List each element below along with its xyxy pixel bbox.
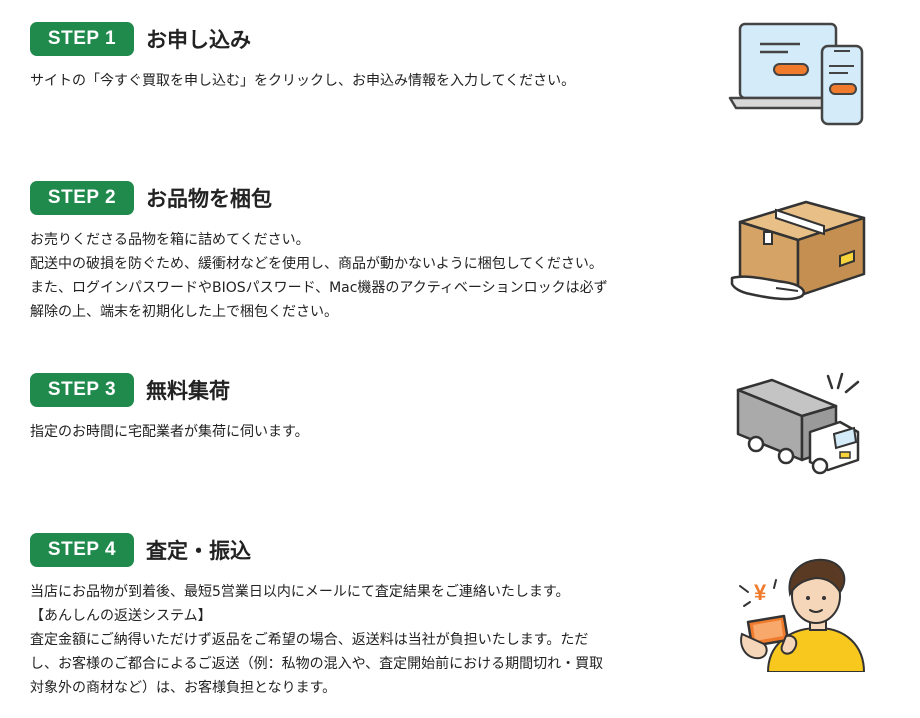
step-2: STEP 2 お品物を梱包 お売りくださる品物を箱に詰めてください。 配送中の破… — [30, 181, 900, 324]
laptop-smartphone-icon — [728, 22, 864, 126]
step-text-line: 対象外の商材など）は、お客様負担となります。 — [30, 680, 337, 696]
step-text-line: 【あんしんの返送システム】 — [30, 608, 212, 624]
step-title: 無料集荷 — [146, 379, 230, 403]
step-text-line: 解除の上、端末を初期化した上で梱包ください。 — [30, 304, 338, 320]
cardboard-box-icon — [730, 200, 866, 301]
step-3: STEP 3 無料集荷 指定のお時間に宅配業者が集荷に伺います。 — [30, 373, 900, 444]
step-text-line: し、お客様のご都合によるご返送（例：私物の混入や、査定開始前における期間切れ・買… — [30, 656, 604, 672]
step-description: 当店にお品物が到着後、最短5営業日以内にメールにて査定結果をご連絡いたします。 … — [30, 580, 690, 700]
step-text-line: サイトの「今すぐ買取を申し込む」をクリックし、お申込み情報を入力してください。 — [30, 73, 576, 89]
step-description: お売りくださる品物を箱に詰めてください。 配送中の破損を防ぐため、緩衝材などを使… — [30, 228, 690, 324]
step-text-line: また、ログインパスワードやBIOSパスワード、Mac機器のアクティベーションロッ… — [30, 280, 608, 296]
yen-symbol: ¥ — [754, 580, 767, 605]
step-badge: STEP 2 — [30, 181, 134, 215]
step-text-line: 指定のお時間に宅配業者が集荷に伺います。 — [30, 424, 309, 440]
step-1-header: STEP 1 お申し込み — [30, 22, 900, 56]
step-title: 査定・振込 — [146, 539, 251, 563]
step-4: STEP 4 査定・振込 当店にお品物が到着後、最短5営業日以内にメールにて査定… — [30, 533, 900, 700]
step-3-header: STEP 3 無料集荷 — [30, 373, 900, 407]
man-smartphone-yen-icon: ¥ — [739, 558, 866, 672]
step-title: お申し込み — [146, 28, 251, 52]
step-description: 指定のお時間に宅配業者が集荷に伺います。 — [30, 420, 690, 444]
step-4-header: STEP 4 査定・振込 — [30, 533, 900, 567]
step-text-line: 配送中の破損を防ぐため、緩衝材などを使用し、商品が動かないように梱包してください… — [30, 256, 603, 272]
step-badge: STEP 1 — [30, 22, 134, 56]
step-badge: STEP 3 — [30, 373, 134, 407]
step-text-line: 査定金額にご納得いただけず返品をご希望の場合、返送料は当社が負担いたします。ただ — [30, 632, 589, 648]
step-1: STEP 1 お申し込み サイトの「今すぐ買取を申し込む」をクリックし、お申込み… — [30, 22, 900, 93]
step-title: お品物を梱包 — [146, 187, 272, 211]
step-2-header: STEP 2 お品物を梱包 — [30, 181, 900, 215]
delivery-truck-icon — [736, 372, 860, 475]
step-badge: STEP 4 — [30, 533, 134, 567]
step-description: サイトの「今すぐ買取を申し込む」をクリックし、お申込み情報を入力してください。 — [30, 69, 690, 93]
step-text-line: お売りくださる品物を箱に詰めてください。 — [30, 232, 310, 248]
step-text-line: 当店にお品物が到着後、最短5営業日以内にメールにて査定結果をご連絡いたします。 — [30, 584, 570, 600]
